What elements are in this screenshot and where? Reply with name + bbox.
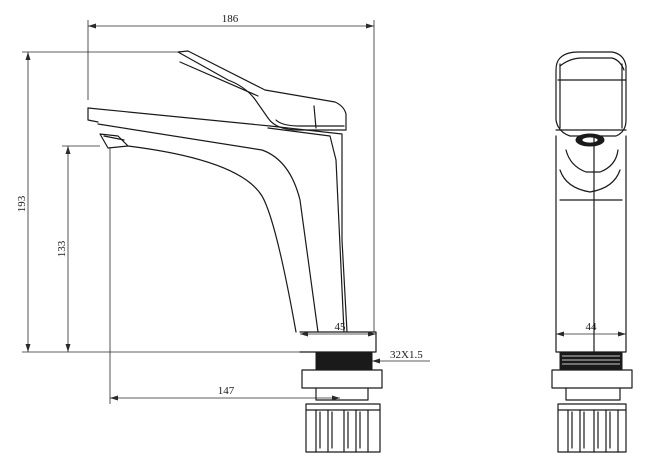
- dim-base-width-front: 44: [586, 321, 598, 333]
- front-body: [555, 135, 627, 353]
- front-thread-ring: [559, 351, 623, 371]
- base-plate: [299, 331, 377, 353]
- front-mounting-nut: [551, 369, 633, 389]
- spout-body: [87, 107, 348, 333]
- lever-handle: [177, 50, 347, 131]
- dimension-lines-front: 44: [556, 321, 626, 337]
- front-shank: [557, 403, 627, 453]
- front-lever-head: [555, 51, 627, 137]
- dim-overall-height: 193: [16, 195, 28, 212]
- thread-ring: [315, 351, 373, 371]
- mounting-nut: [301, 369, 383, 389]
- dim-reach: 147: [218, 385, 235, 397]
- dim-overall-length: 186: [222, 13, 239, 25]
- dim-base-width-side: 45: [335, 321, 347, 333]
- shank: [305, 403, 381, 453]
- dim-thread: 32X1.5: [390, 349, 423, 361]
- dim-spout-height: 133: [56, 240, 68, 257]
- front-view: [551, 51, 633, 453]
- aerator: [99, 133, 129, 149]
- side-view: [87, 50, 383, 453]
- dimension-lines-side: 186 193 133 147 45 32X1.5: [16, 13, 430, 404]
